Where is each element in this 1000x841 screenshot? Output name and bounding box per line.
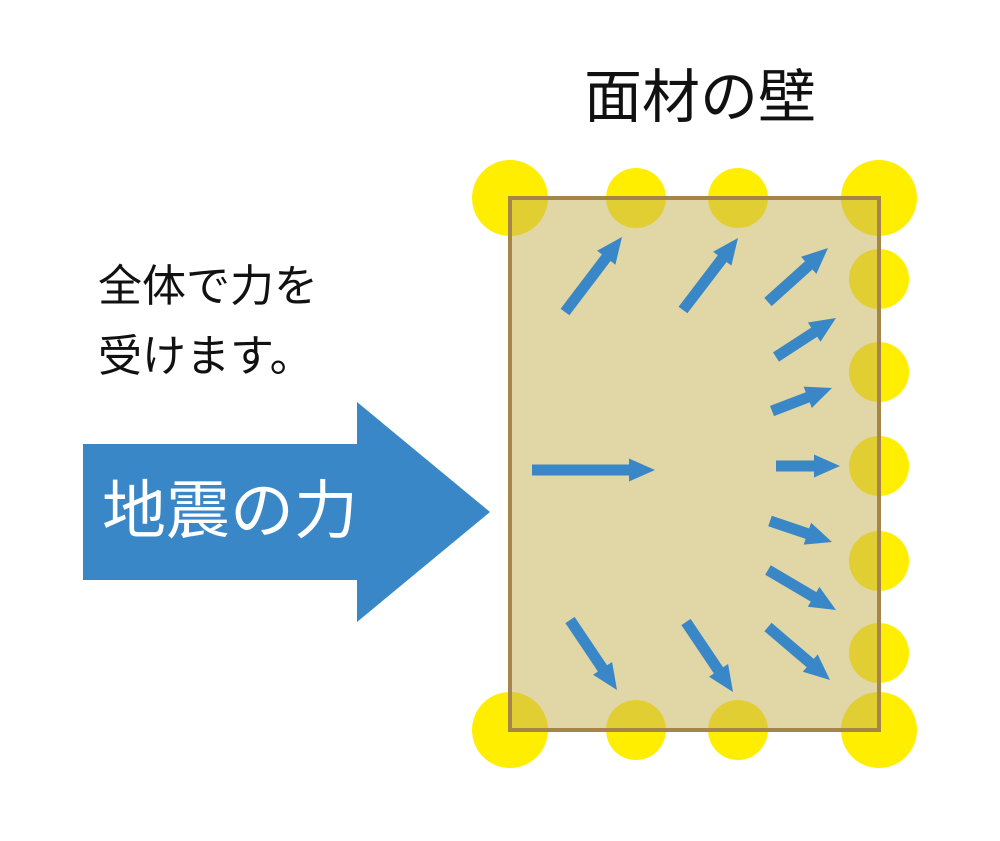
seismic-force-arrow xyxy=(83,402,490,622)
internal-force-arrows xyxy=(532,237,840,692)
force-arrow xyxy=(681,618,733,692)
force-arrow xyxy=(764,248,828,307)
force-arrow xyxy=(768,515,832,545)
description-text: 全体で力を 受けます。 xyxy=(98,252,428,392)
description-line-2: 受けます。 xyxy=(98,331,314,382)
force-arrow xyxy=(678,238,738,314)
force-arrow xyxy=(773,318,836,362)
force-arrow xyxy=(776,454,840,478)
diagram-title: 面材の壁 xyxy=(583,63,816,131)
seismic-force-label: 地震の力 xyxy=(102,475,358,549)
force-arrow xyxy=(532,458,655,482)
force-arrow xyxy=(565,616,617,690)
force-arrow xyxy=(560,237,622,316)
force-arrow xyxy=(764,622,830,680)
description-line-1: 全体で力を xyxy=(98,261,318,312)
force-arrow xyxy=(765,565,836,610)
force-arrow xyxy=(770,386,832,417)
